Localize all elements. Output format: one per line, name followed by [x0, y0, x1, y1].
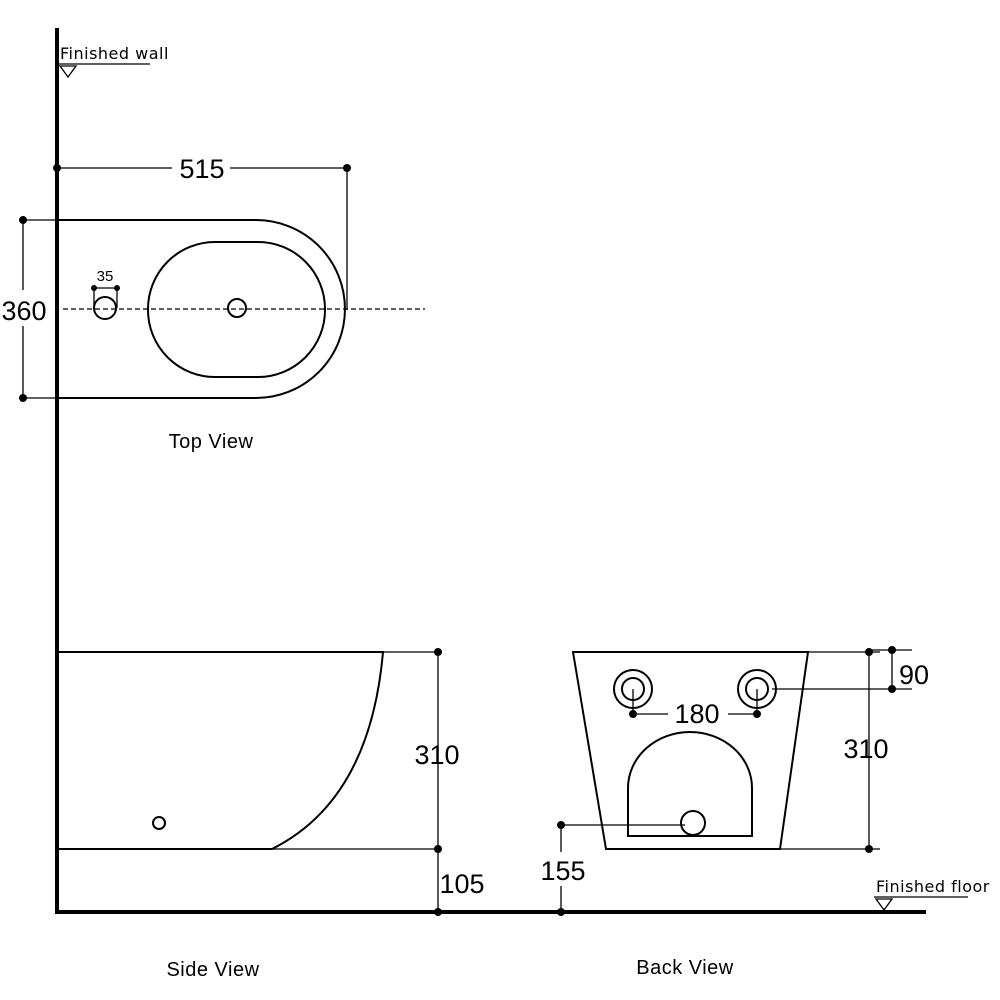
dim-bolt-spacing-label: 180	[674, 699, 719, 729]
back-view: 180 310 90 155 Back	[540, 646, 929, 979]
dim-side-height: 310	[272, 648, 460, 853]
side-view: 310 105 Side View	[57, 648, 485, 981]
back-view-outlet-opening	[627, 731, 753, 837]
dim-back-height: 310	[780, 648, 889, 853]
wall-level-triangle-icon	[58, 65, 78, 79]
dim-outlet-height: 155	[540, 821, 685, 916]
dim-floor-gap-label: 105	[439, 869, 484, 899]
dim-tap-hole-label: 35	[97, 268, 114, 285]
dim-outlet-height-label: 155	[540, 856, 585, 886]
dim-side-height-label: 310	[414, 740, 459, 770]
dim-bolt-height-label: 90	[899, 660, 929, 690]
reference-lines	[55, 28, 926, 914]
finished-floor-label: Finished floor	[876, 877, 990, 896]
dim-back-height-label: 310	[843, 734, 888, 764]
top-view-drain	[227, 298, 247, 318]
dim-bolt-spacing: 180	[629, 689, 761, 729]
side-view-title: Side View	[166, 959, 259, 981]
back-view-outline	[571, 651, 810, 850]
dim-top-width: 360	[1, 216, 60, 402]
dim-tap-hole: 35	[91, 268, 120, 308]
top-view: 515 360 35 Top View	[1, 154, 425, 453]
floor-level-triangle-icon	[874, 898, 894, 912]
dim-bolt-height: 90	[772, 646, 929, 693]
tap-hole	[93, 296, 117, 320]
dim-top-width-label: 360	[1, 296, 46, 326]
finished-floor-marker: Finished floor	[874, 877, 990, 912]
finished-wall-label: Finished wall	[60, 44, 169, 63]
dim-floor-gap: 105	[434, 849, 485, 916]
dim-top-length-label: 515	[179, 154, 224, 184]
finished-wall-marker: Finished wall	[58, 44, 169, 79]
side-view-inlet	[152, 816, 166, 830]
dim-top-length: 515	[53, 154, 351, 310]
top-view-title: Top View	[169, 431, 254, 453]
back-view-outlet-pipe	[680, 810, 706, 836]
side-view-outline	[57, 651, 385, 850]
back-view-title: Back View	[636, 957, 734, 979]
